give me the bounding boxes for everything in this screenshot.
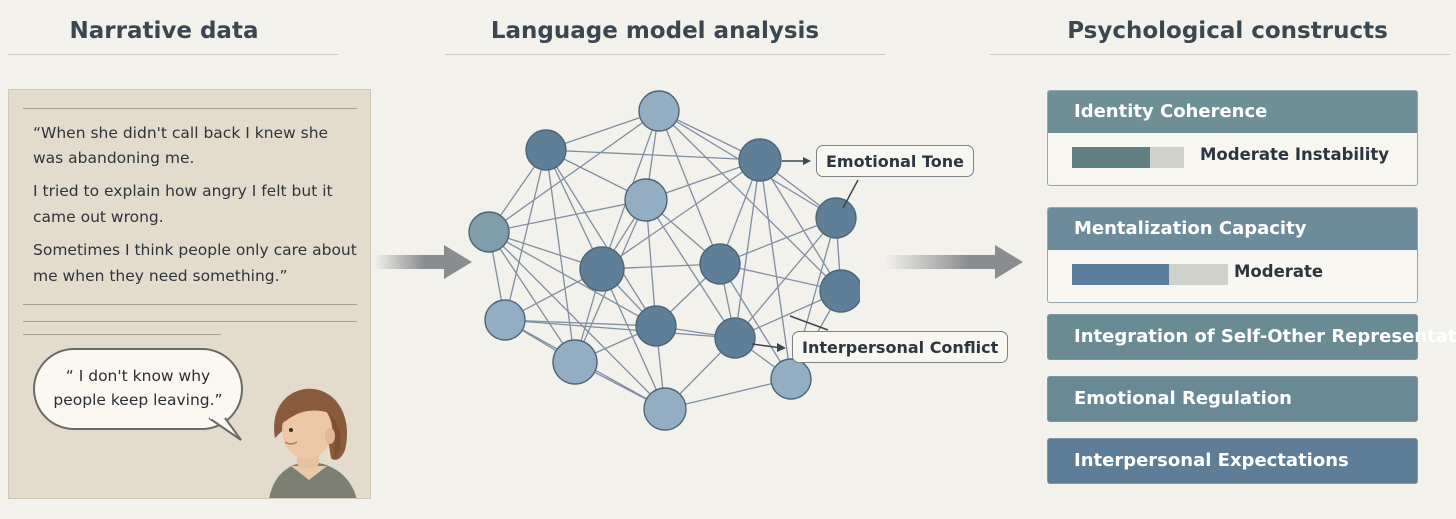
construct-emotional-regulation: Emotional Regulation [1047,376,1418,422]
quote-line: I tried to explain how angry I felt but … [33,182,333,200]
network-node [552,339,598,385]
level-meter [1072,147,1184,168]
network-edge [488,231,657,327]
title-rule [990,54,1450,55]
level-meter [1072,264,1228,285]
network-node [484,299,526,341]
psychological-constructs-title: Psychological constructs [1067,18,1388,44]
construct-interpersonal-expectations: Interpersonal Expectations [1047,438,1418,484]
network-edge [719,263,792,380]
flow-arrow-1 [374,245,472,279]
level-label: Moderate [1234,262,1324,281]
quote-line: came out wrong. [33,208,164,226]
network-node [638,90,680,132]
construct-self-other-integration: Integration of Self-Other Representation… [1047,314,1456,360]
network-edge [601,159,761,270]
emotional-tone-label: Emotional Tone [816,145,974,177]
narrative-card: “When she didn't call back I knew she wa… [8,89,371,499]
interpersonal-conflict-label: Interpersonal Conflict [792,331,1009,363]
network-edge [545,149,761,161]
network-edge [504,319,657,327]
network-edge [645,199,736,339]
speech-bubble: “ I don't know why people keep leaving.” [33,348,243,430]
network-node [624,178,668,222]
network-node [525,129,567,171]
network-edge [601,268,666,410]
network-edge [545,149,576,363]
title-rule [8,54,338,55]
network-node [635,305,677,347]
construct-header: Identity Coherence [1048,91,1417,133]
network-edge [759,159,792,380]
network-node [579,246,625,292]
ruled-line [23,334,221,335]
quote-line: “When she didn't call back I knew she [33,124,329,142]
title-rule [445,54,885,55]
label-connectors [751,157,859,352]
network-node [738,138,782,182]
language-model-network [468,90,860,431]
person-avatar [269,388,357,498]
construct-body: Moderate Instability [1048,133,1417,185]
language-model-analysis-title: Language model analysis [490,18,820,44]
construct-header: Mentalization Capacity [1048,208,1417,250]
network-node [770,358,812,400]
network-edge [734,159,761,339]
flow-arrow-2 [885,245,1023,279]
ruled-line [23,321,357,322]
network-edge [488,231,576,363]
network-node [468,211,510,253]
level-meter-fill [1072,264,1169,285]
network-edge [488,110,660,233]
construct-body: Moderate [1048,250,1417,302]
quote-line: was abandoning me. [33,149,195,167]
speech-line: people keep leaving.” [53,391,223,409]
construct-mentalization-capacity: Mentalization Capacity Moderate [1047,207,1418,303]
speech-bubble-tail [208,416,242,441]
network-node [815,197,857,239]
level-meter-fill [1072,147,1151,168]
level-label: Moderate Instability [1200,145,1390,164]
network-edge [658,110,842,292]
quote-line: Sometimes I think people only care about [33,241,357,259]
network-edge [488,199,647,233]
quote-line: me when they need something.” [33,267,288,285]
network-edge [504,319,736,339]
network-edge [488,231,666,410]
narrative-data-title: Narrative data [69,18,259,44]
speech-line: “ I don't know why [65,367,211,385]
network-node [714,317,756,359]
network-edge [545,149,657,327]
construct-identity-coherence: Identity Coherence Moderate Instability [1047,90,1418,186]
network-nodes [468,90,860,431]
ruled-line [23,304,357,305]
ruled-line [23,108,357,109]
network-node [643,387,687,431]
network-node [699,243,741,285]
network-edge [504,149,547,321]
network-node [819,269,860,313]
network-edge [719,217,837,265]
network-edge [759,159,842,292]
network-edge [658,110,721,265]
